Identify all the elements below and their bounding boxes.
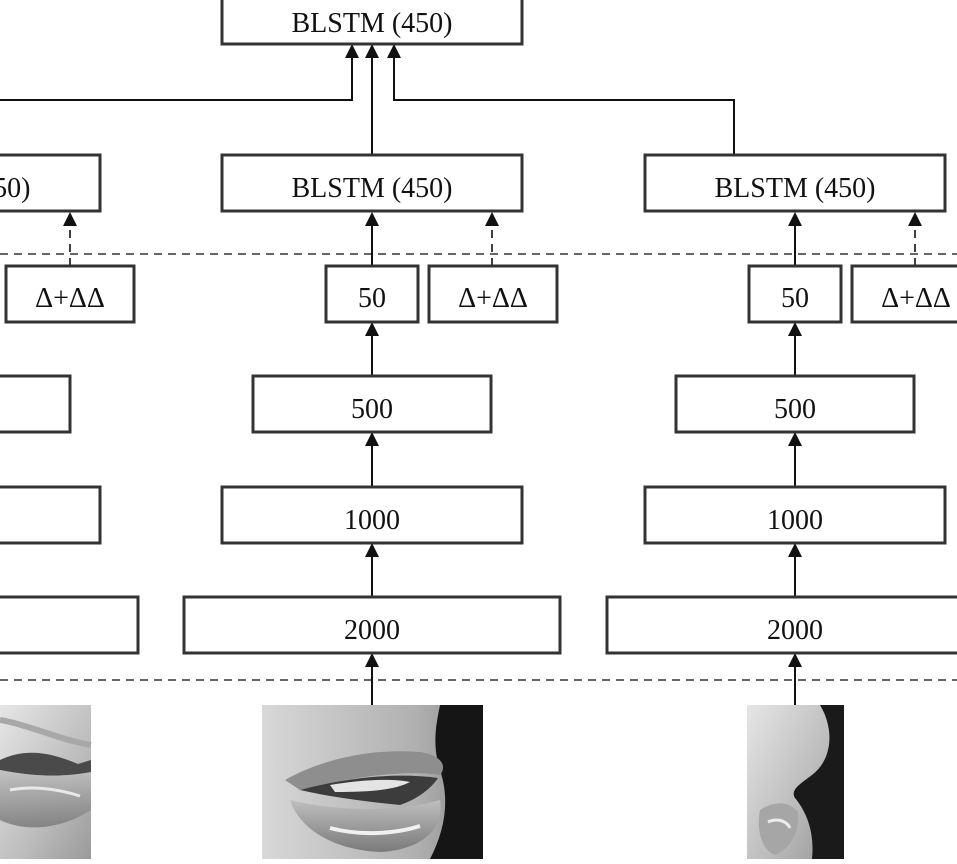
left-to-top-connector	[0, 58, 353, 101]
arrowhead-icon	[365, 212, 379, 226]
arrowhead-icon	[365, 322, 379, 336]
arrowhead-icon	[63, 212, 77, 226]
bottleneck-label: 50	[358, 283, 386, 314]
stream-left: BLSTM (450) Δ+ΔΔ 500 1000 2000	[0, 153, 140, 859]
mouth-frame-frontal-image	[0, 705, 92, 859]
arrowhead-icon	[485, 212, 499, 226]
delta-label: Δ+ΔΔ	[458, 283, 528, 314]
hidden-layer-1000-box	[0, 485, 102, 545]
blstm-label: BLSTM (450)	[0, 173, 31, 204]
arrowhead-icon	[365, 653, 379, 667]
bottleneck-box	[324, 264, 420, 324]
delta-box	[427, 264, 559, 324]
fusion-connectors	[0, 44, 735, 155]
arrowhead-icon	[365, 432, 379, 446]
arrowhead-icon	[788, 653, 802, 667]
fusion-blstm-box	[220, 0, 524, 46]
hidden-layer-500-box	[0, 374, 72, 434]
hidden-layer-500-box	[251, 374, 493, 434]
arrowhead-icon	[788, 432, 802, 446]
blstm-box	[643, 153, 947, 213]
bottleneck-box	[747, 264, 843, 324]
delta-label: Δ+ΔΔ	[881, 283, 951, 314]
arrowhead-icon	[908, 212, 922, 226]
hidden-layer-1000-label: 1000	[767, 505, 823, 536]
hidden-layer-2000-box	[605, 595, 957, 655]
hidden-layer-2000-label: 2000	[767, 615, 823, 646]
fusion-blstm-block: BLSTM (450)	[220, 0, 524, 46]
mouth-frame-three-quarter-image	[262, 705, 483, 859]
blstm-box	[0, 153, 102, 213]
arrowhead-icon	[365, 543, 379, 557]
delta-box	[4, 264, 136, 324]
arrowhead-icon	[387, 44, 401, 58]
fusion-blstm-label: BLSTM (450)	[292, 8, 453, 39]
arrowhead-icon	[788, 322, 802, 336]
mouth-frame-profile-image	[747, 705, 844, 859]
stream-right: BLSTM (450) 50 Δ+ΔΔ 500 1000 2000	[605, 153, 957, 859]
hidden-layer-500-label: 500	[774, 394, 816, 425]
hidden-layer-500-box	[674, 374, 916, 434]
arrowhead-icon	[788, 212, 802, 226]
hidden-layer-500-label: 500	[351, 394, 393, 425]
hidden-layer-2000-box	[0, 595, 140, 655]
arrowhead-icon	[345, 44, 359, 58]
delta-box	[850, 264, 957, 324]
hidden-layer-2000-box	[182, 595, 562, 655]
blstm-label: BLSTM (450)	[292, 173, 453, 204]
hidden-layer-1000-box	[220, 485, 524, 545]
blstm-label: BLSTM (450)	[715, 173, 876, 204]
stream-middle: BLSTM (450) 50 Δ+ΔΔ 500 1000 2000	[182, 153, 562, 859]
blstm-box	[220, 153, 524, 213]
right-to-top-connector	[393, 58, 735, 155]
hidden-layer-2000-label: 2000	[344, 615, 400, 646]
hidden-layer-1000-box	[643, 485, 947, 545]
delta-label: Δ+ΔΔ	[35, 283, 105, 314]
arrowhead-icon	[788, 543, 802, 557]
hidden-layer-1000-label: 1000	[344, 505, 400, 536]
arrowhead-icon	[365, 44, 379, 58]
bottleneck-label: 50	[781, 283, 809, 314]
